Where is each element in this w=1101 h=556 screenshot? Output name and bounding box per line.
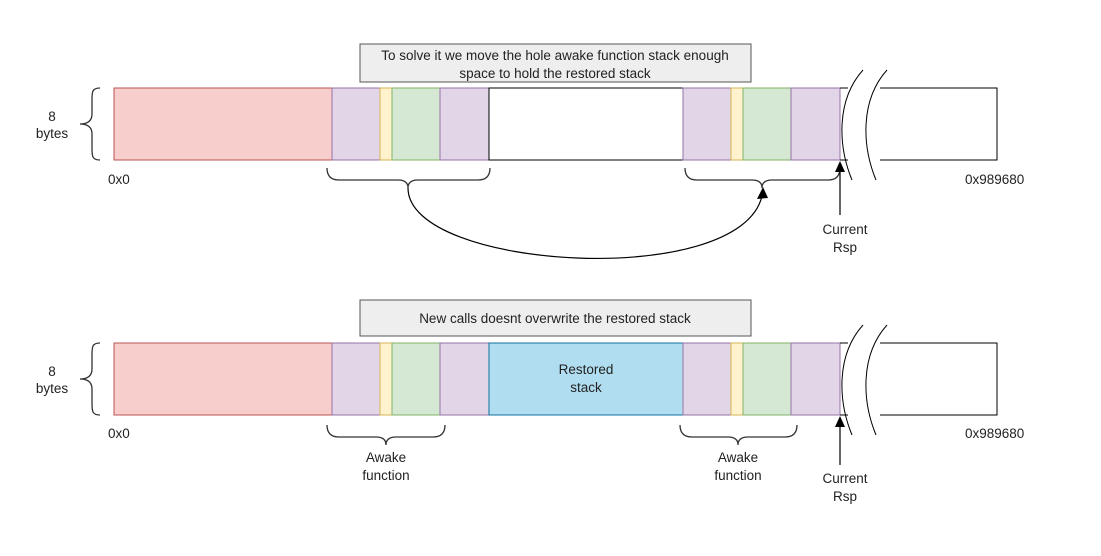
top-empty-gap — [488, 87, 684, 161]
bottom-purple-block-1 — [331, 342, 381, 416]
top-addr-start: 0x0 — [108, 172, 130, 187]
top-diagram: To solve it we move the hole awake funct… — [36, 43, 1024, 259]
bottom-break-curve-2 — [865, 324, 888, 436]
top-green-block-1 — [391, 87, 441, 161]
bottom-yellow-block-2 — [730, 342, 744, 416]
bottom-restored-stack-block — [488, 342, 684, 416]
top-purple-block-2 — [439, 87, 490, 161]
bottom-purple-block-3 — [682, 342, 732, 416]
bottom-restored-label-2: stack — [570, 380, 602, 395]
top-addr-end: 0x989680 — [965, 172, 1024, 187]
bottom-addr-start: 0x0 — [108, 426, 130, 441]
top-note-box — [359, 43, 752, 83]
bottom-yellow-block-1 — [379, 342, 393, 416]
bottom-size-label-2: bytes — [36, 381, 69, 396]
bottom-green-block-2 — [742, 342, 792, 416]
bottom-restored-label-1: Restored — [559, 362, 614, 377]
bottom-note-box — [359, 299, 752, 337]
top-move-arrowhead — [757, 187, 768, 199]
top-rsp-label-1: Current — [822, 222, 867, 237]
bottom-awake-left-label-2: function — [362, 468, 409, 483]
bottom-size-label-1: 8 — [48, 364, 56, 379]
bottom-purple-block-2 — [439, 342, 490, 416]
bottom-awake-right-label-2: function — [714, 468, 761, 483]
bottom-red-block — [113, 342, 333, 416]
bottom-purple-block-4 — [790, 342, 841, 416]
bottom-awake-left-label-1: Awake — [366, 450, 406, 465]
top-purple-block-4 — [790, 87, 841, 161]
bottom-rsp-label-1: Current — [822, 471, 867, 486]
top-size-brace — [79, 87, 101, 161]
top-note-line-1: To solve it we move the hole awake funct… — [381, 48, 728, 63]
bottom-green-block-1 — [391, 342, 441, 416]
top-purple-block-3 — [682, 87, 732, 161]
top-size-label-2: bytes — [36, 126, 69, 141]
bottom-brace-right — [679, 424, 798, 446]
top-red-block — [113, 87, 333, 161]
top-yellow-block-1 — [379, 87, 393, 161]
top-rsp-arrowhead — [835, 161, 845, 172]
top-brace-left — [326, 167, 491, 189]
bottom-note-line-1: New calls doesnt overwrite the restored … — [419, 311, 691, 326]
top-move-arrow — [407, 187, 763, 259]
bottom-size-brace — [79, 342, 101, 416]
top-break-curve-1 — [841, 69, 864, 181]
top-rsp-label-2: Rsp — [833, 240, 857, 255]
bottom-break-curve-1 — [841, 324, 864, 436]
top-note-line-2: space to hold the restored stack — [459, 66, 651, 81]
bottom-brace-left — [326, 424, 446, 446]
bottom-rsp-label-2: Rsp — [833, 489, 857, 504]
top-green-block-2 — [742, 87, 792, 161]
bottom-diagram: New calls doesnt overwrite the restored … — [36, 299, 1024, 504]
top-yellow-block-2 — [730, 87, 744, 161]
top-break-curve-2 — [865, 69, 888, 181]
top-size-label-1: 8 — [48, 109, 56, 124]
bottom-awake-right-label-1: Awake — [718, 450, 758, 465]
top-purple-block-1 — [331, 87, 381, 161]
bottom-addr-end: 0x989680 — [965, 426, 1024, 441]
bottom-rsp-arrowhead — [835, 416, 845, 427]
top-brace-right — [684, 167, 841, 189]
